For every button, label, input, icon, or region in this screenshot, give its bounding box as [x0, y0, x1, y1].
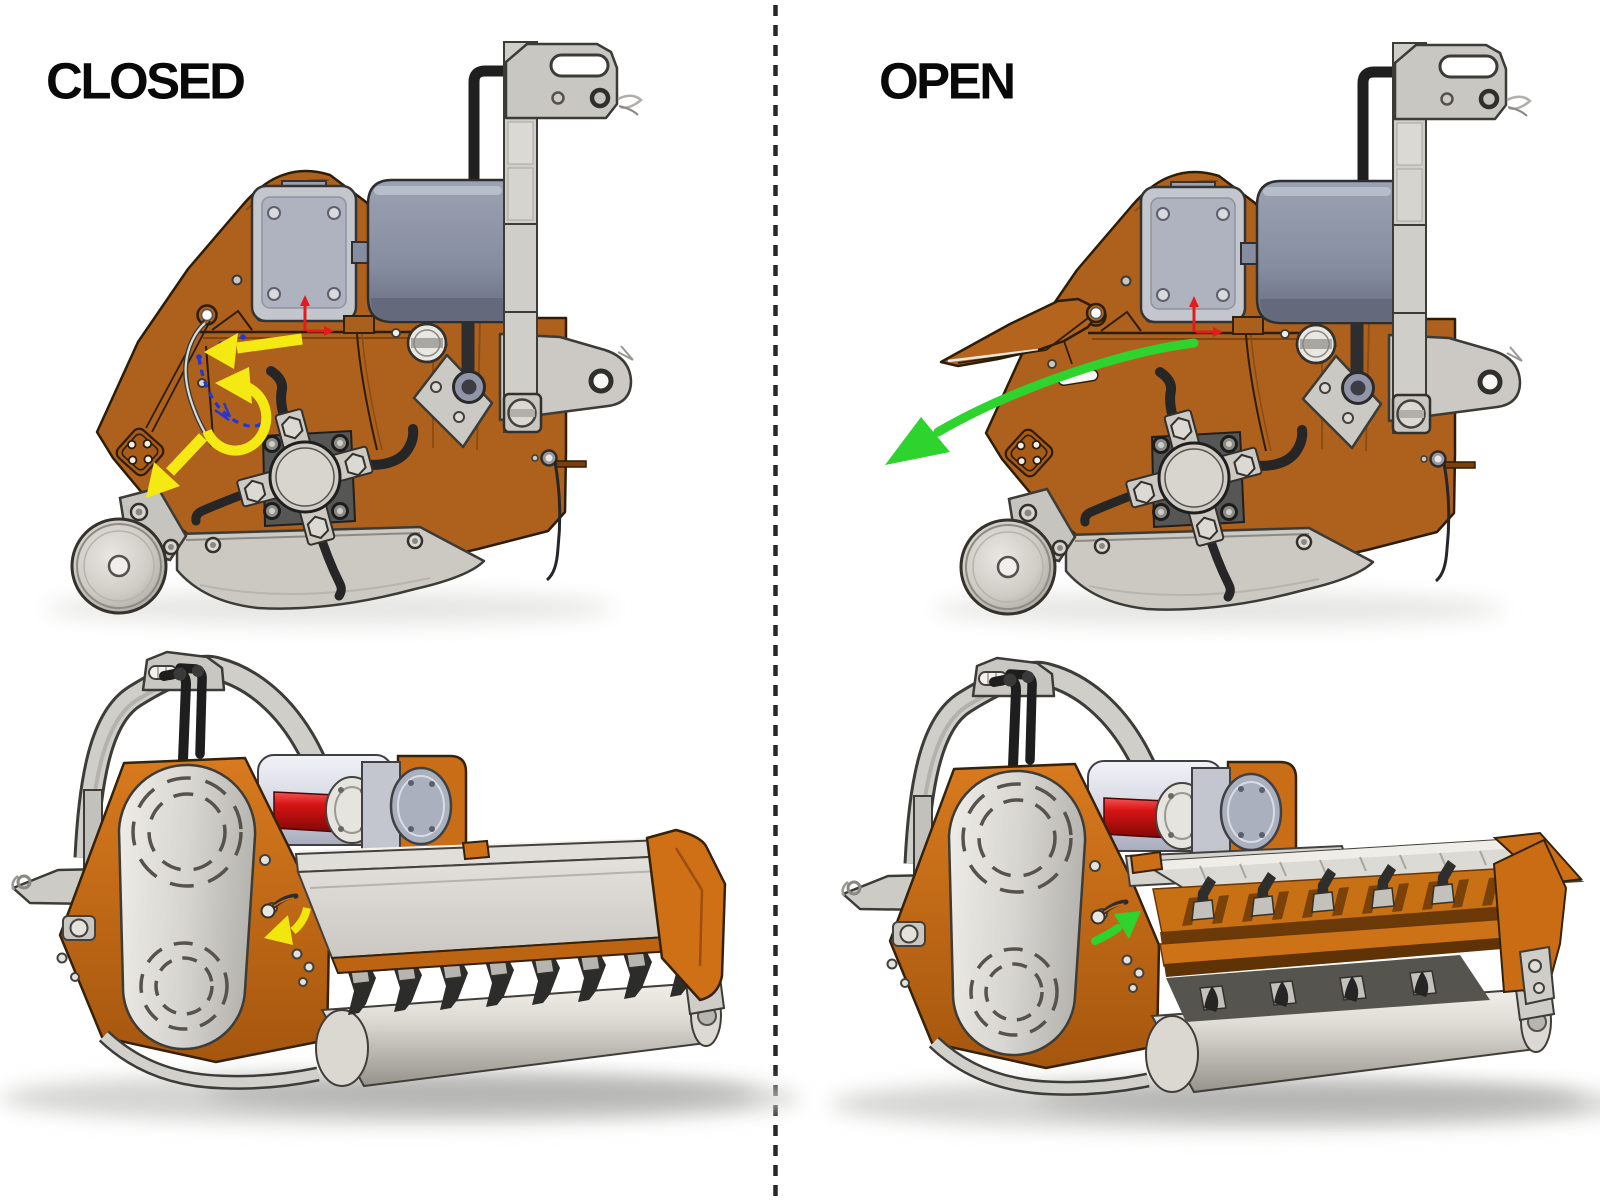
svg-text:OPEN: OPEN — [879, 53, 1014, 110]
svg-text:CLOSED: CLOSED — [46, 53, 244, 110]
